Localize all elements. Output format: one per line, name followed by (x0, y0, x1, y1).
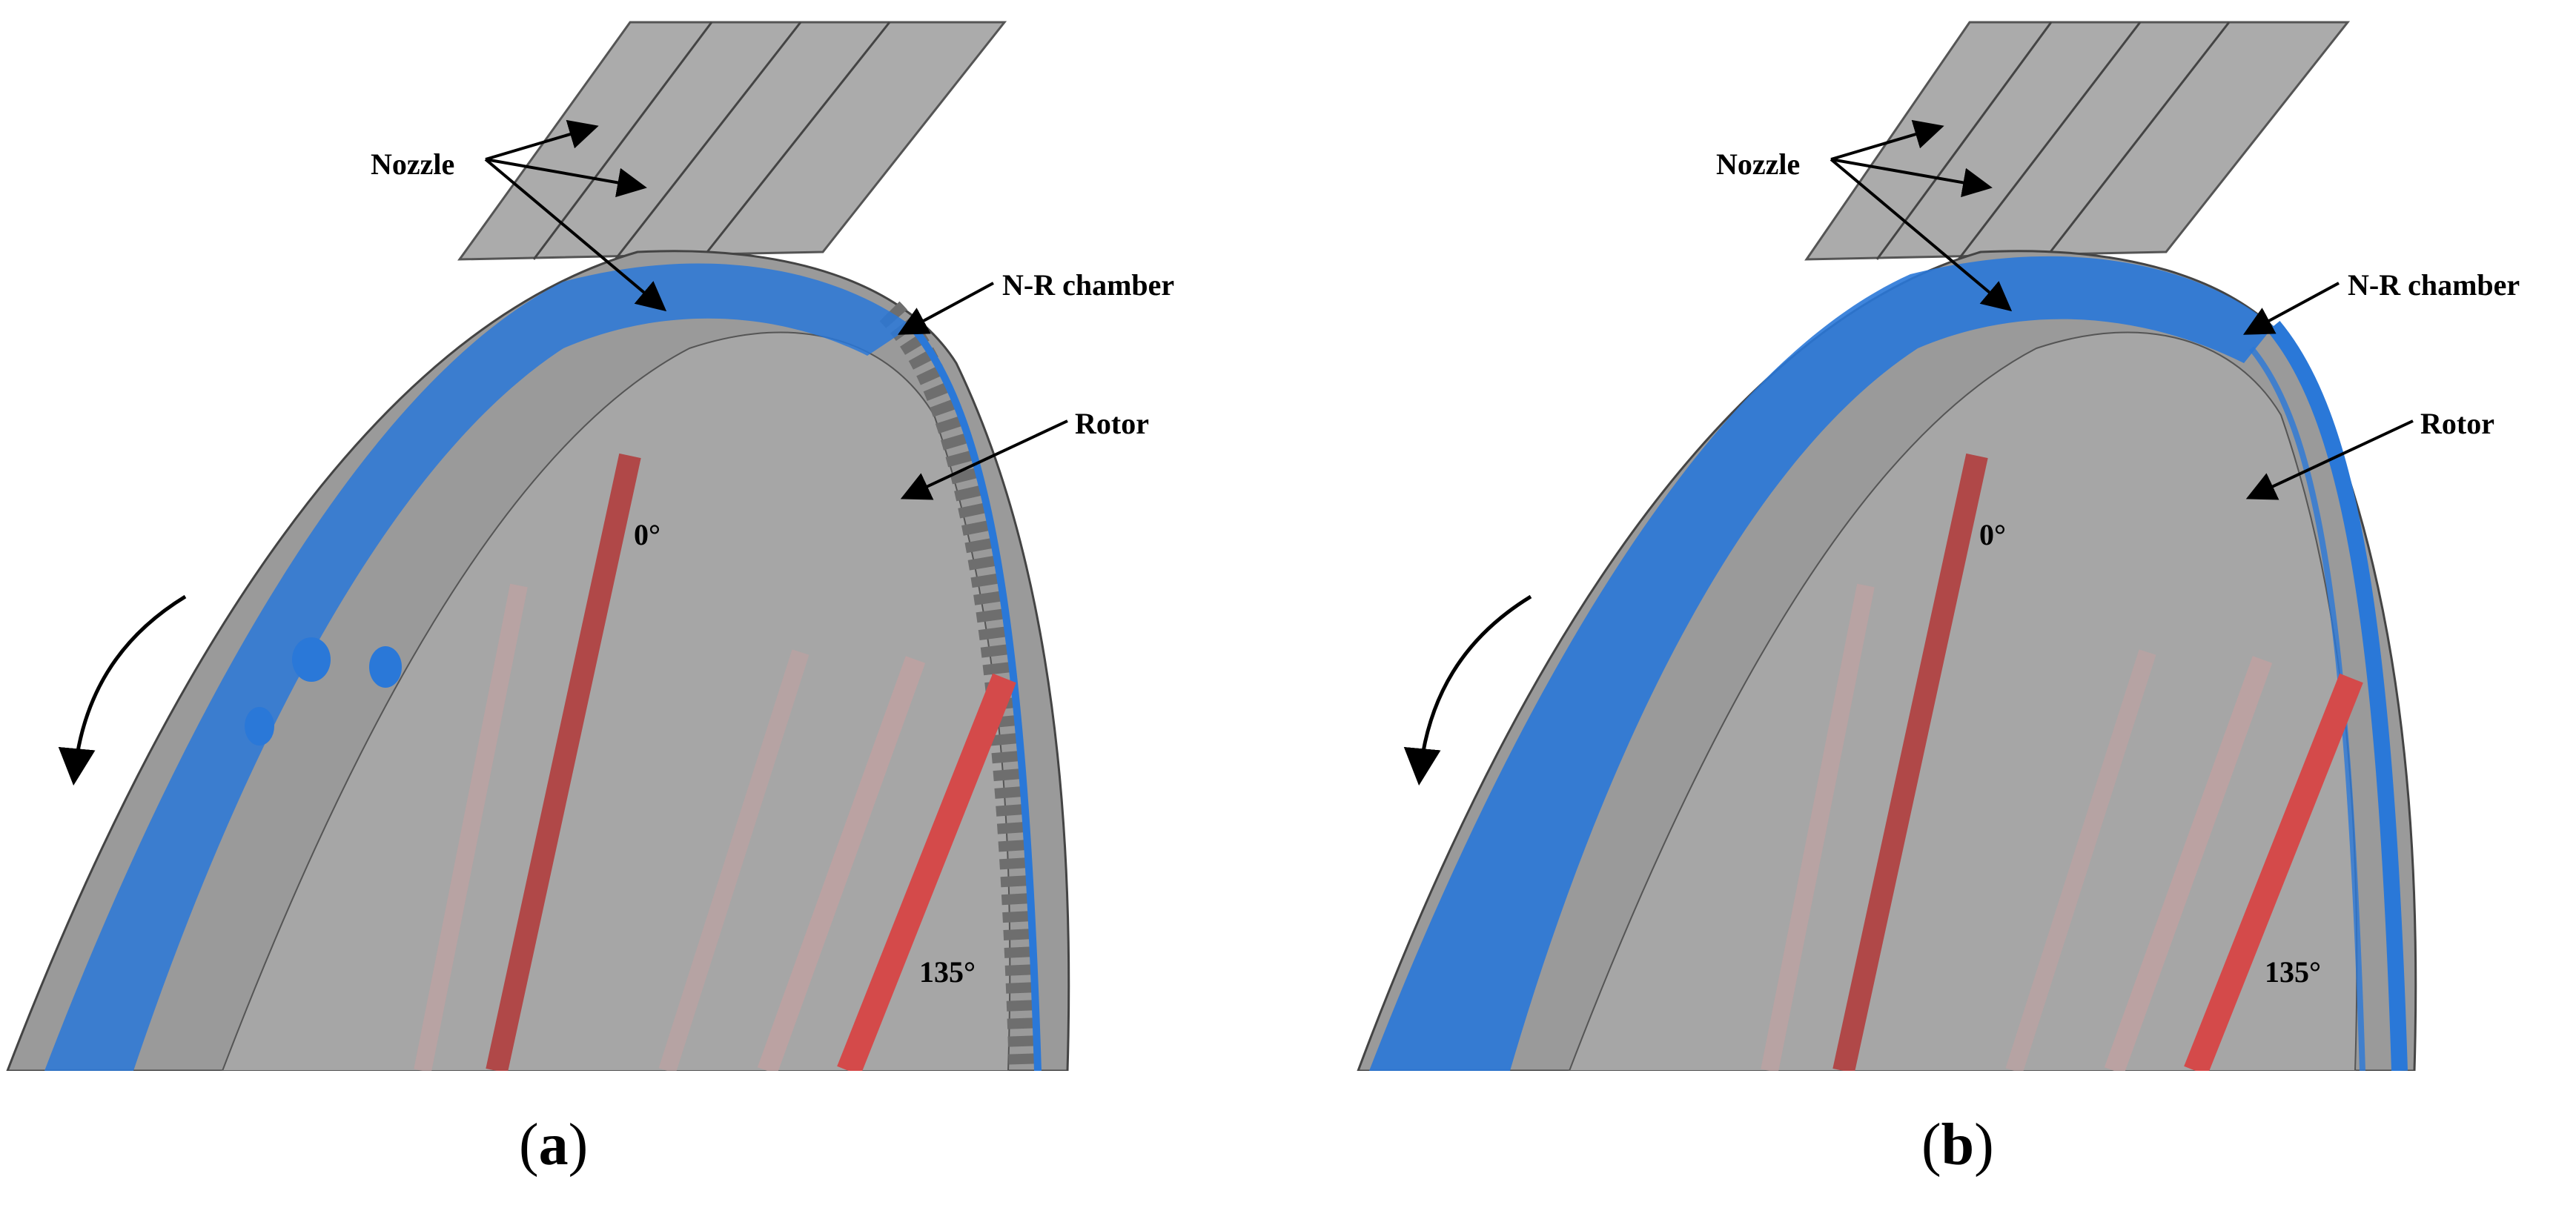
pipe-0deg (1832, 453, 1988, 1071)
nozzle-leader (1830, 158, 2013, 312)
rotor-label: Rotor (1075, 407, 1149, 440)
water-blob (292, 637, 331, 682)
water-jet-edge (909, 323, 1042, 1071)
nozzle-divider (1957, 21, 2142, 260)
rotation-arrow (1403, 594, 1532, 786)
rotation-arrow (58, 594, 187, 786)
angle-135-label: 135° (2265, 955, 2321, 989)
nr-chamber-leader (2242, 282, 2340, 335)
pipe-faded (414, 583, 528, 1071)
panel-a-caption: (a) (519, 1112, 589, 1178)
water-blob (369, 646, 402, 688)
nozzle-leader (1830, 158, 1993, 198)
pipe-faded (2005, 649, 2156, 1071)
pipe-faded (2104, 656, 2273, 1071)
rotor-leader (2245, 419, 2414, 500)
nozzle-leader (484, 158, 667, 312)
water-jet-edge (2267, 320, 2408, 1071)
nr-chamber-label: N-R chamber (2348, 268, 2520, 302)
pipe-0deg (486, 453, 641, 1071)
water-jet (44, 263, 912, 1071)
nr-chamber-leader (897, 282, 994, 335)
nozzle-divider (703, 21, 891, 256)
rotor-label: Rotor (2420, 407, 2494, 440)
nozzle-label: Nozzle (371, 147, 454, 181)
water-blob (245, 707, 274, 746)
panel-b-diagram: Nozzle N-R chamber Rotor 0° 135° (1357, 21, 2520, 1071)
pipe-faded (1761, 583, 1875, 1071)
angle-135-label: 135° (919, 955, 976, 989)
rotor-blades (879, 301, 1037, 1071)
water-jet (1369, 256, 2274, 1071)
panel-b: Nozzle N-R chamber Rotor 0° 135° (b) (1288, 0, 2575, 1205)
pipe-faded (658, 649, 809, 1071)
panel-a: Nozzle N-R chamber Rotor 0° 135° (a) (6, 21, 1174, 1178)
nozzle-leader (1830, 119, 1944, 161)
pipe-135deg (837, 673, 1016, 1071)
panel-b-caption: (b) (1921, 1112, 1994, 1178)
nozzle-leader (485, 119, 599, 161)
nozzle-divider (614, 21, 802, 260)
pipe-135deg (2184, 673, 2363, 1071)
angle-0-label: 0° (634, 518, 660, 551)
nozzle-divider (1875, 21, 2053, 260)
nozzle-body (1804, 21, 2351, 261)
nozzle-leader (485, 158, 647, 198)
nozzle-divider (532, 21, 713, 260)
nozzle-divider (2046, 21, 2231, 256)
angle-0-label: 0° (1979, 518, 2006, 551)
water-jet-edge (2248, 346, 2365, 1071)
nozzle-body (457, 21, 1007, 261)
pipe-faded (757, 656, 926, 1071)
nr-chamber-label: N-R chamber (1002, 268, 1174, 302)
rotor-leader (900, 419, 1068, 500)
nozzle-label: Nozzle (1716, 147, 1800, 181)
panel-a-diagram: Nozzle N-R chamber Rotor 0° 135° (6, 21, 1174, 1071)
